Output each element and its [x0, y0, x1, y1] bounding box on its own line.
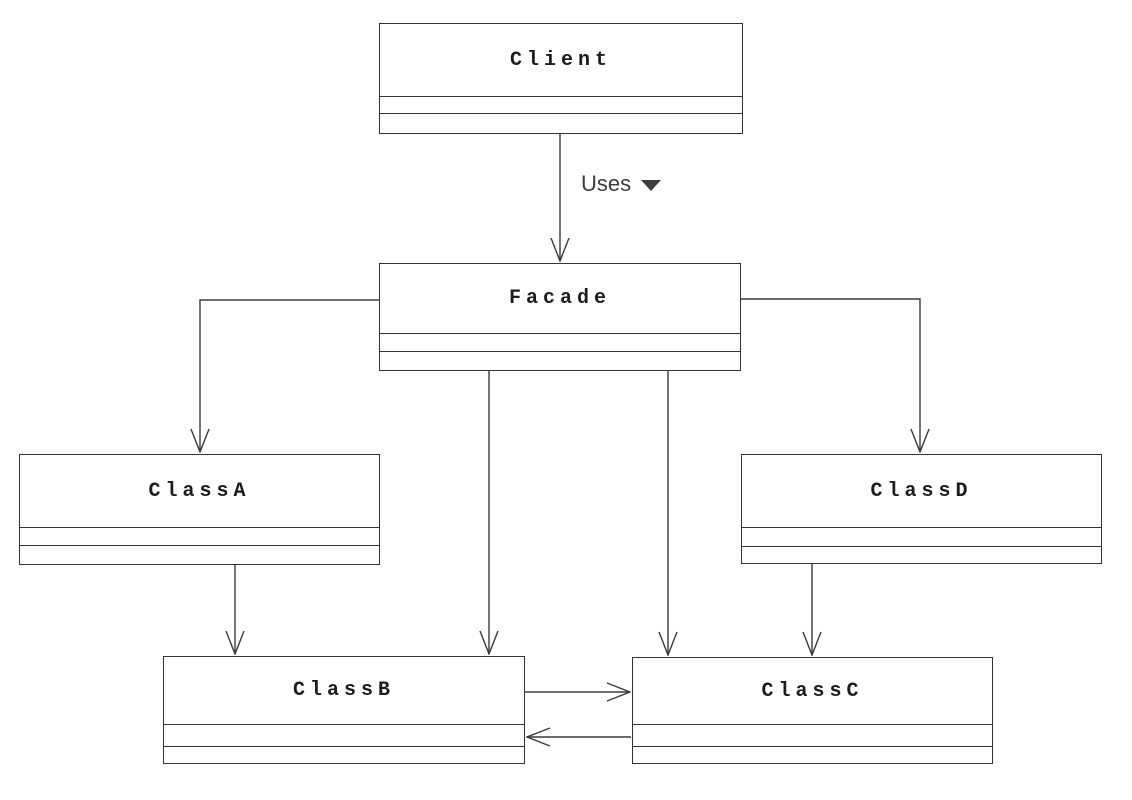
uses-label-text: Uses: [581, 171, 632, 196]
edge-facade-classA: [200, 299, 379, 452]
facade-attributes-compartment: [380, 334, 740, 352]
class-box-classC: ClassC: [632, 657, 993, 764]
classB-attributes-compartment: [164, 725, 524, 747]
classD-attributes-compartment: [742, 528, 1101, 547]
edge-facade-classD: [741, 298, 920, 452]
edge-label-uses: Uses: [581, 171, 662, 197]
classA-attributes-compartment: [20, 528, 379, 546]
class-name-classA: ClassA: [20, 455, 379, 528]
class-name-classB: ClassB: [164, 657, 524, 725]
class-name-classD: ClassD: [742, 455, 1101, 528]
direction-triangle-icon: [641, 180, 662, 191]
classA-operations-compartment: [20, 546, 379, 564]
class-box-facade: Facade: [379, 263, 741, 371]
class-box-classA: ClassA: [19, 454, 380, 565]
class-name-client: Client: [380, 24, 742, 97]
class-name-classC: ClassC: [633, 658, 992, 725]
class-box-client: Client: [379, 23, 743, 134]
classD-operations-compartment: [742, 547, 1101, 563]
classC-attributes-compartment: [633, 725, 992, 747]
class-name-facade: Facade: [380, 264, 740, 334]
classC-operations-compartment: [633, 747, 992, 763]
classB-operations-compartment: [164, 747, 524, 763]
facade-operations-compartment: [380, 352, 740, 370]
client-attributes-compartment: [380, 97, 742, 114]
class-box-classD: ClassD: [741, 454, 1102, 564]
client-operations-compartment: [380, 114, 742, 133]
class-box-classB: ClassB: [163, 656, 525, 764]
